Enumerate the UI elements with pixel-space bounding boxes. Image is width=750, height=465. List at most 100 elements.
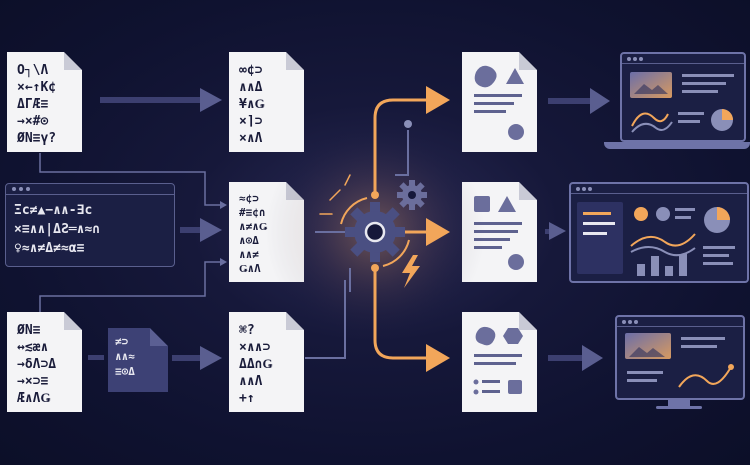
dashboard-widgets [625,333,734,388]
input-glyphs-bottom: ØN≡ ↔≲æ∧ →δɅ⊃Δ →×⊃≡ Æ∧ɅǤ [17,323,57,406]
monitor-foot [656,406,702,409]
bar-chart-bar [651,256,659,276]
text-line [583,232,607,235]
output-document-bottom [462,312,537,412]
text-line [474,354,522,357]
pie-slice [717,207,730,220]
hexagon-shape-icon [503,328,523,344]
arrow-head [200,218,222,242]
intermediate-document-bottom: ⌘? ×∧∧⊃ ΔΔ∩Ǥ ∧∧Ʌ +↑ [229,312,304,412]
pie-slice [722,109,733,120]
input-glyphs-middle: Ξϲ≠▲−∧∧‐∃ϲ ×≡∧∧|ΔƧ═∧≈∩ ♀≈∧≠Δ≠≈α≡ [14,203,101,256]
document-content-icons [472,62,527,142]
text-line [682,82,726,85]
intermediate-document-top: ∞¢⊃ ∧∧Δ ¥∧Ǥ ×⌉⊃ ×∧Ʌ [229,52,304,152]
intermediate-glyphs-bottom: ⌘? ×∧∧⊃ ΔΔ∩Ǥ ∧∧Ʌ +↑ [239,323,273,406]
bullet-icon [474,390,479,395]
arrow-head [426,344,450,372]
connector-head [220,258,227,266]
text-line [682,90,718,93]
monitor-dashboard-screen-middle [569,182,749,283]
arrow-shaft [548,355,584,361]
arrow-shaft [88,355,104,360]
screen-title-bar [622,54,744,64]
arrow-output-to-dashboard-top [548,88,610,114]
connector-node [371,264,379,272]
arrow-output-to-dashboard-middle [545,222,566,240]
chart-point-icon [728,364,734,370]
line-chart-icon [630,233,696,247]
line-chart-icon [630,246,696,257]
connector-line [39,261,222,312]
gear-tooth [370,250,380,262]
input-glyphs-top: O┐\Ʌ ×←↑K¢ ΔΓÆ≡ →×#⊙ ØN≡ү? [17,63,57,146]
image-mountain-icon [629,347,665,357]
connector-line [395,130,409,176]
gear-hub [408,191,416,199]
connector-line [39,153,222,206]
gear-icon [340,197,410,267]
text-line [682,74,734,77]
arrow-shaft [172,355,202,361]
gear-hub [364,221,386,243]
text-line [474,222,522,225]
arrow-shaft [545,229,551,234]
triangle-shape-icon [506,68,524,84]
bullet-icon [474,380,479,385]
gear-tooth [345,227,357,237]
gear-tooth [409,180,415,187]
output-arrow-top [371,86,450,199]
intermediate-glyphs-middle: ≈¢⊃ #≡¢∩ ∧≠∧Ǥ ∧⊙Δ ∧∧≠ Ǥ∧Ʌ [239,192,268,275]
laptop-base [604,142,750,149]
arrow-head [549,222,566,240]
intermediate-glyphs-top: ∞¢⊃ ∧∧Δ ¥∧Ǥ ×⌉⊃ ×∧Ʌ [239,63,265,146]
text-line [675,208,695,211]
text-line [482,380,500,383]
document-content-icons [472,322,527,402]
arrow-head [200,88,222,112]
laptop-dashboard-screen [620,52,746,142]
image-mountain-icon [634,84,668,94]
arrow-shaft [100,97,202,103]
text-line [678,120,700,123]
small-gear-icon [397,180,427,210]
chip-glyphs: ≠⊃ ∧∧≈ ≡⊙Δ [115,335,135,378]
arrow-chip-to-bottom [88,355,104,360]
arrow-head [582,345,603,371]
arrow-shaft [180,227,202,233]
line-chart-icon [631,112,669,127]
arrow-shaft [548,98,592,104]
arrow-head [426,218,450,246]
output-arrow-bottom [371,264,450,372]
triangle-shape-icon [498,196,516,212]
arrow-path [373,268,428,360]
text-line [474,230,518,233]
gear-tooth [393,227,405,237]
text-line [675,216,691,219]
text-line [681,337,725,340]
arrow-head [426,86,450,114]
line-chart-icon [678,366,732,388]
arrow-head [200,346,222,370]
text-line [681,345,717,348]
lightning-icon [402,255,420,288]
text-line [703,254,729,257]
text-line [474,238,510,241]
text-line [474,362,516,365]
dashboard-widgets [577,202,735,276]
text-line [627,379,657,382]
gear-accent-arc [382,239,410,267]
text-line [482,390,500,393]
window-title-bar [6,184,174,195]
sidebar-panel [577,202,623,274]
spark-line [319,174,351,215]
text-line [583,222,615,225]
blob-shape-icon [475,66,497,88]
input-window-middle: Ξϲ≠▲−∧∧‐∃ϲ ×≡∧∧|ΔƧ═∧≈∩ ♀≈∧≠Δ≠≈α≡ [5,183,175,267]
text-line [627,371,663,374]
gear-tooth [409,203,415,210]
monitor-dashboard-screen-bottom [615,315,745,400]
input-chip-document: ≠⊃ ∧∧≈ ≡⊙Δ [108,328,168,392]
square-shape-icon [508,380,522,394]
